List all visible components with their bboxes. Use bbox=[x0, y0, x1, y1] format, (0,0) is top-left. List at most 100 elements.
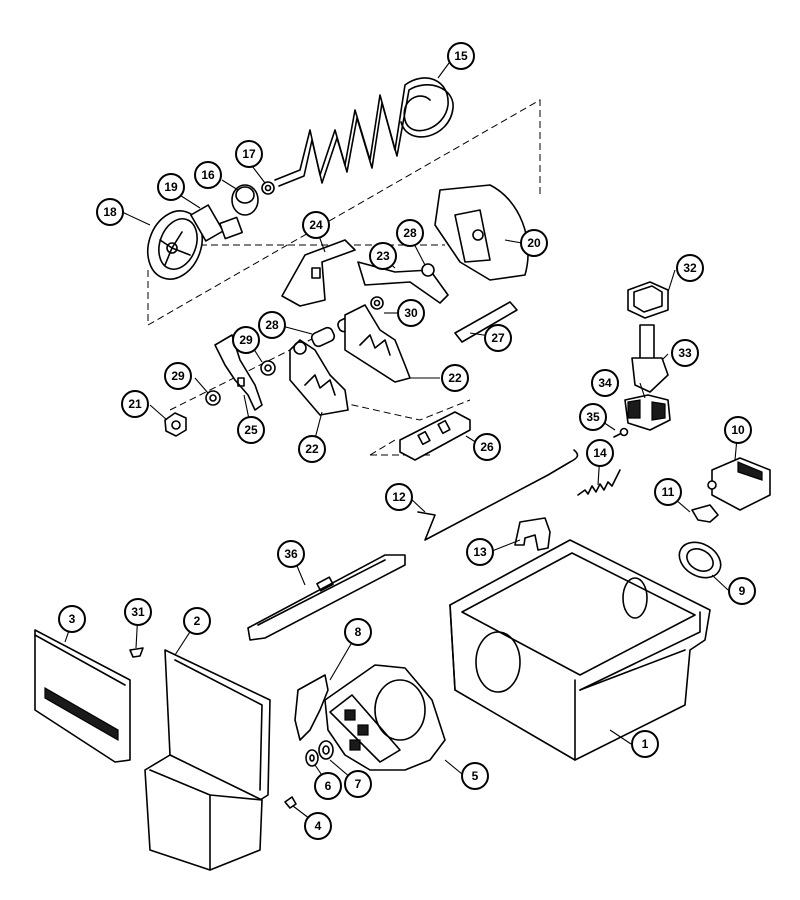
coupling-ring bbox=[678, 541, 722, 579]
svg-text:17: 17 bbox=[242, 147, 256, 161]
heater-element bbox=[274, 77, 454, 187]
callout-2: 2 bbox=[183, 607, 211, 635]
washer-29-right bbox=[260, 360, 276, 376]
ice-bin bbox=[449, 539, 711, 761]
svg-text:31: 31 bbox=[131, 605, 145, 619]
solenoid-body bbox=[624, 394, 671, 431]
svg-text:16: 16 bbox=[201, 168, 215, 182]
washer-28-top bbox=[421, 263, 435, 277]
svg-text:26: 26 bbox=[480, 440, 494, 454]
svg-text:32: 32 bbox=[683, 261, 697, 275]
svg-text:3: 3 bbox=[69, 612, 76, 626]
svg-text:11: 11 bbox=[662, 485, 675, 499]
svg-text:20: 20 bbox=[527, 236, 541, 250]
callout-1: 1 bbox=[631, 730, 659, 758]
callout-14: 14 bbox=[586, 439, 614, 467]
svg-text:36: 36 bbox=[284, 547, 298, 561]
svg-text:5: 5 bbox=[472, 769, 479, 783]
bearing-block bbox=[399, 411, 471, 461]
nut-21 bbox=[164, 412, 187, 437]
callout-4: 4 bbox=[304, 812, 332, 840]
svg-text:13: 13 bbox=[473, 545, 487, 559]
svg-text:8: 8 bbox=[355, 625, 362, 639]
svg-text:28: 28 bbox=[265, 318, 279, 332]
callout-7: 7 bbox=[344, 770, 372, 798]
callout-35: 35 bbox=[579, 403, 607, 431]
callout-18: 18 bbox=[96, 198, 124, 226]
svg-text:19: 19 bbox=[164, 180, 178, 194]
callout-21: 21 bbox=[121, 390, 149, 418]
dispenser-door bbox=[144, 649, 271, 871]
bracket-13 bbox=[514, 517, 551, 551]
washer-29-left bbox=[205, 390, 221, 406]
svg-text:18: 18 bbox=[103, 205, 117, 219]
callout-6: 6 bbox=[314, 772, 342, 800]
svg-text:28: 28 bbox=[403, 226, 417, 240]
svg-text:1: 1 bbox=[642, 737, 649, 751]
svg-text:29: 29 bbox=[239, 333, 253, 347]
clip-11 bbox=[691, 504, 719, 523]
svg-text:27: 27 bbox=[491, 331, 505, 345]
callout-5: 5 bbox=[461, 762, 489, 790]
callout-31: 31 bbox=[124, 598, 152, 626]
callout-24: 24 bbox=[302, 211, 330, 239]
callout-22-left: 22 bbox=[298, 435, 326, 463]
front-panel bbox=[34, 629, 131, 763]
drive-motor bbox=[707, 457, 771, 511]
callout-32: 32 bbox=[676, 254, 704, 282]
svg-text:2: 2 bbox=[194, 614, 201, 628]
callout-11: 11 bbox=[654, 478, 682, 506]
svg-text:22: 22 bbox=[448, 371, 462, 385]
svg-text:35: 35 bbox=[586, 410, 600, 424]
screw-31 bbox=[129, 647, 144, 658]
callout-10: 10 bbox=[724, 416, 752, 444]
square-shaft bbox=[454, 301, 518, 343]
svg-text:33: 33 bbox=[678, 346, 692, 360]
callout-33: 33 bbox=[671, 339, 699, 367]
callout-29-left: 29 bbox=[164, 362, 192, 390]
svg-text:7: 7 bbox=[355, 777, 362, 791]
auger-housing bbox=[324, 664, 446, 771]
svg-text:15: 15 bbox=[454, 49, 468, 63]
ejector-blade-right bbox=[344, 304, 411, 383]
svg-text:22: 22 bbox=[305, 442, 319, 456]
svg-text:9: 9 bbox=[739, 584, 746, 598]
bracket-24 bbox=[281, 239, 356, 307]
svg-text:24: 24 bbox=[309, 218, 323, 232]
svg-text:14: 14 bbox=[593, 446, 607, 460]
callout-36: 36 bbox=[277, 540, 305, 568]
callout-29-right: 29 bbox=[232, 326, 260, 354]
drive-coupler bbox=[190, 204, 243, 242]
callout-3: 3 bbox=[58, 605, 86, 633]
solenoid-plunger bbox=[631, 324, 669, 393]
solenoid-cap bbox=[627, 281, 669, 319]
chute-door-8 bbox=[294, 674, 329, 741]
washer-6 bbox=[305, 749, 319, 767]
callout-20: 20 bbox=[520, 229, 548, 257]
svg-text:29: 29 bbox=[171, 369, 185, 383]
svg-text:21: 21 bbox=[128, 397, 142, 411]
callout-19: 19 bbox=[157, 173, 185, 201]
svg-text:4: 4 bbox=[315, 819, 322, 833]
callout-28-mid: 28 bbox=[258, 311, 286, 339]
svg-text:23: 23 bbox=[376, 249, 390, 263]
cam-hub bbox=[231, 184, 259, 216]
screw-35 bbox=[613, 427, 629, 438]
callout-23: 23 bbox=[369, 242, 397, 270]
callout-13: 13 bbox=[466, 538, 494, 566]
callout-25: 25 bbox=[237, 416, 265, 444]
svg-text:10: 10 bbox=[731, 423, 745, 437]
callout-15: 15 bbox=[447, 42, 475, 70]
washer-7 bbox=[318, 740, 334, 760]
callout-12: 12 bbox=[385, 483, 413, 511]
svg-text:30: 30 bbox=[404, 306, 418, 320]
svg-text:25: 25 bbox=[244, 423, 258, 437]
svg-text:6: 6 bbox=[325, 779, 332, 793]
fan-drum bbox=[146, 210, 204, 280]
callout-27: 27 bbox=[484, 324, 512, 352]
ejector-blade-left bbox=[289, 339, 349, 416]
chute-deflector bbox=[247, 554, 406, 641]
callout-26: 26 bbox=[473, 433, 501, 461]
washer-17 bbox=[261, 181, 275, 195]
drum-housing bbox=[434, 184, 529, 281]
